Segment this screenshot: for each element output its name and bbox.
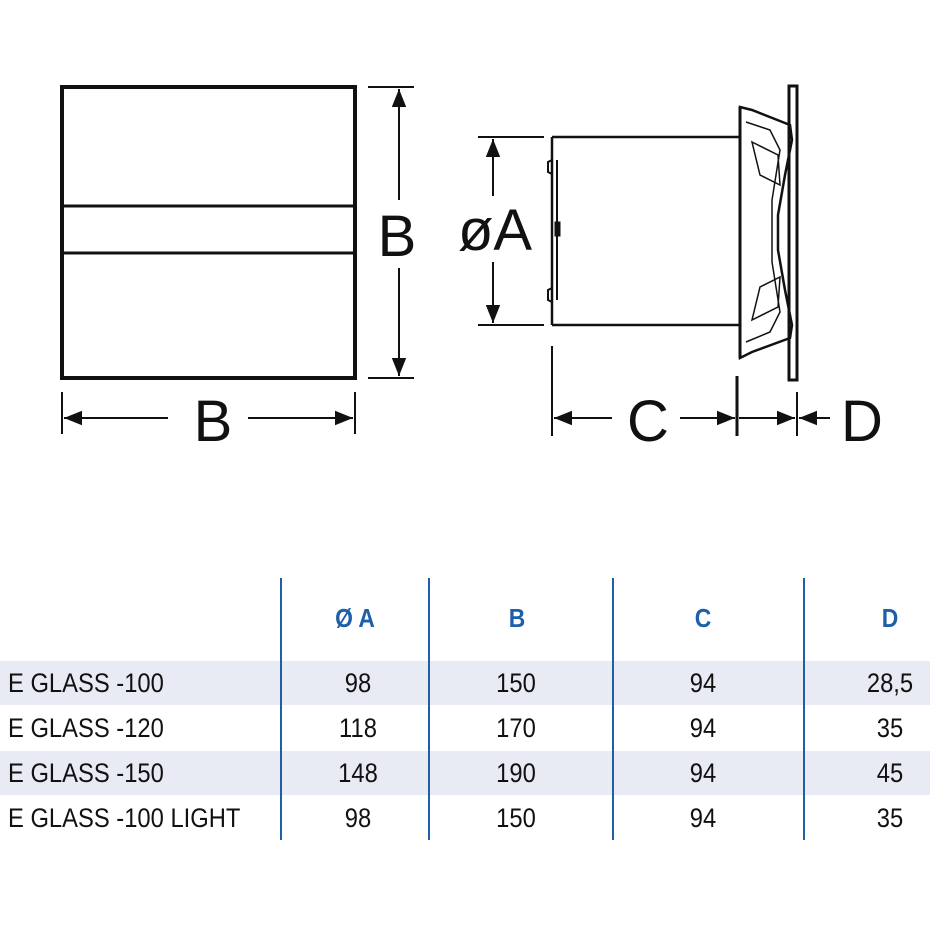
table-row: E GLASS -100 LIGHT 98 150 94 35 [0,796,930,840]
diameter-cell: 148 [338,758,378,788]
diameter-cell: 98 [344,668,372,698]
table-row: E GLASS -100 98 150 94 28,5 [0,661,930,705]
b-cell: 150 [496,668,536,698]
technical-drawing: B B øA C D [60,84,883,454]
front-view [60,85,414,434]
side-plate-label: D [841,389,883,454]
column-divider [612,578,614,840]
header-c: C [694,603,712,633]
diameter-cell: 118 [339,713,377,743]
model-cell: E GLASS -150 [8,758,164,788]
duct-latch [554,221,561,237]
duct-clip-top [547,159,553,175]
model-cell: E GLASS -100 [8,668,164,698]
d-cell: 28,5 [866,668,914,698]
fan-housing-inner [745,121,781,343]
c-cell: 94 [689,803,717,833]
d-cell: 35 [876,803,904,833]
front-width-label: B [194,389,233,454]
b-cell: 170 [496,713,536,743]
c-cell: 94 [689,713,717,743]
column-divider [803,578,805,840]
header-b: B [508,603,526,633]
front-height-label: B [378,204,417,269]
table-row: E GLASS -150 148 190 94 45 [0,751,930,795]
c-cell: 94 [689,668,717,698]
model-cell: E GLASS -100 LIGHT [8,803,241,833]
diameter-cell: 98 [344,803,372,833]
d-cell: 35 [876,713,904,743]
duct-clip-bottom [547,287,553,303]
model-cell: E GLASS -120 [8,713,164,743]
header-d: D [881,603,899,633]
front-panel-outline [60,85,357,380]
column-divider [428,578,430,840]
fan-housing [738,105,794,361]
column-divider [280,578,282,840]
side-view [478,84,830,436]
fan-impeller-top [750,140,781,187]
front-plate [787,84,799,382]
side-diameter-label: øA [458,198,532,263]
b-cell: 150 [496,803,536,833]
b-cell: 190 [496,758,536,788]
table-row: E GLASS -120 118 170 94 35 [0,706,930,750]
d-cell: 45 [876,758,904,788]
c-cell: 94 [689,758,717,788]
side-depth-label: C [627,389,669,454]
fan-impeller-bottom [750,275,781,322]
header-diameter: Ø A [335,603,375,633]
